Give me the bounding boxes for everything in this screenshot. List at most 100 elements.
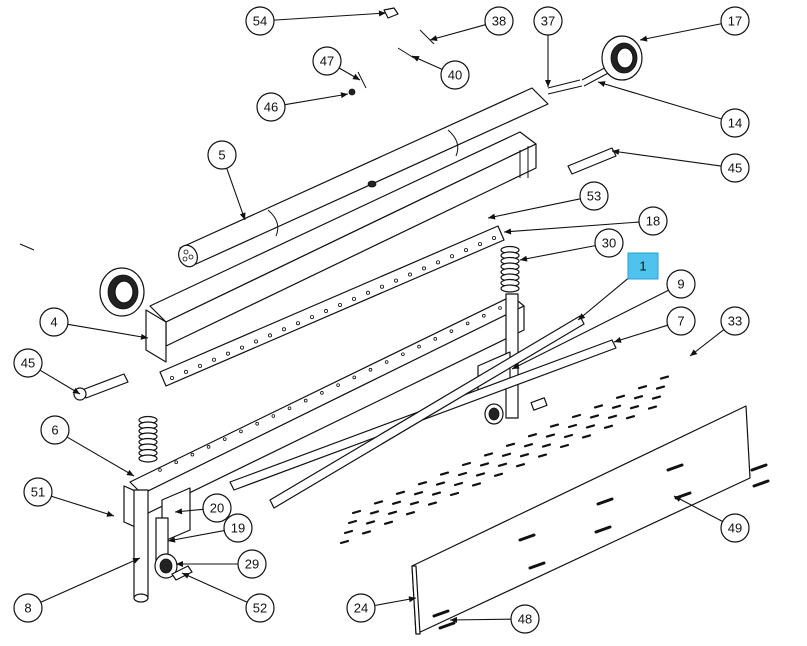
- callout-label: 48: [518, 612, 532, 627]
- perforated-strip-18: [159, 225, 505, 387]
- callout-7[interactable]: 7: [613, 306, 696, 343]
- bolt: [567, 423, 578, 429]
- channel-hole: [255, 421, 259, 426]
- callout-leader: [639, 23, 722, 41]
- bearing-bore-left: [114, 280, 134, 304]
- callout-46[interactable]: 46: [256, 92, 349, 122]
- bolt: [387, 510, 398, 515]
- callout-bubble: [579, 181, 609, 211]
- callout-9[interactable]: 9: [511, 269, 696, 370]
- callout-leader: [511, 289, 669, 370]
- callout-51[interactable]: 51: [23, 477, 115, 517]
- upper-frame-channel: [145, 131, 537, 363]
- callout-1[interactable]: 1: [577, 252, 659, 321]
- callout-arrowhead: [106, 511, 114, 517]
- bolt: [647, 405, 658, 410]
- callout-38[interactable]: 38: [429, 6, 514, 42]
- callout-48[interactable]: 48: [449, 604, 540, 634]
- channel-hole: [433, 337, 438, 341]
- channel-hole: [206, 445, 211, 449]
- callout-45b[interactable]: 45: [13, 348, 81, 395]
- callout-bubble: [245, 593, 275, 623]
- strip-hole: [407, 272, 412, 277]
- callout-20[interactable]: 20: [174, 493, 232, 523]
- callout-label: 17: [728, 14, 742, 29]
- bolt: [369, 510, 380, 515]
- bolt: [395, 490, 406, 495]
- bearing-bore: [616, 47, 634, 69]
- callout-label: 9: [677, 277, 684, 292]
- callout-30[interactable]: 30: [519, 228, 624, 262]
- callout-bubble: [720, 306, 750, 336]
- callout-33[interactable]: 33: [689, 306, 750, 357]
- callout-5[interactable]: 5: [207, 140, 246, 221]
- bolt: [505, 442, 516, 447]
- channel-hole: [352, 375, 357, 380]
- callout-label: 20: [210, 501, 224, 516]
- callout-37[interactable]: 37: [533, 6, 563, 87]
- callout-bubble: [13, 348, 43, 378]
- callout-arrowhead: [450, 616, 458, 623]
- bolt: [457, 471, 468, 477]
- callout-24[interactable]: 24: [346, 593, 417, 623]
- strip-hole: [379, 284, 384, 289]
- channel-hole: [498, 306, 502, 310]
- callout-leader: [503, 221, 640, 233]
- lower-frame-channel: [123, 295, 525, 531]
- callout-52[interactable]: 52: [181, 572, 275, 623]
- strip-hole: [435, 260, 440, 265]
- channel-hole: [174, 460, 178, 465]
- plate-bolt: [594, 525, 612, 534]
- roller-shaft-37: [547, 79, 581, 89]
- plate-bolt: [438, 621, 456, 630]
- callout-arrowhead: [408, 596, 416, 603]
- callout-leader: [181, 572, 248, 603]
- callout-6[interactable]: 6: [40, 415, 135, 477]
- strip-hole: [239, 345, 244, 350]
- callout-label: 19: [231, 521, 245, 536]
- bolt: [603, 424, 614, 429]
- callout-17[interactable]: 17: [639, 6, 750, 42]
- bolt: [515, 463, 526, 468]
- callout-leader: [611, 150, 722, 167]
- bolt: [549, 423, 560, 428]
- plate-bolt: [518, 533, 536, 542]
- strip-hole: [253, 339, 258, 344]
- callout-29[interactable]: 29: [176, 549, 267, 579]
- roller-end-cap: [178, 244, 198, 268]
- callout-label: 49: [728, 521, 742, 536]
- bolt: [611, 404, 622, 409]
- callout-bubble: [666, 306, 696, 336]
- callout-18[interactable]: 18: [503, 206, 668, 236]
- callout-54[interactable]: 54: [245, 6, 387, 36]
- callout-bubble: [23, 477, 53, 507]
- callout-leader: [577, 274, 633, 321]
- callout-arrowhead: [132, 558, 140, 564]
- pin-40: [397, 47, 415, 59]
- callout-53[interactable]: 53: [487, 181, 609, 220]
- bolt: [655, 385, 666, 390]
- bolt: [523, 443, 534, 448]
- callout-19[interactable]: 19: [167, 513, 253, 543]
- callout-40[interactable]: 40: [411, 55, 470, 90]
- callout-arrowhead: [488, 213, 496, 220]
- callout-47[interactable]: 47: [312, 46, 361, 81]
- callout-bubble: [720, 513, 750, 543]
- callout-leader: [673, 495, 723, 522]
- spring-30-right: [500, 245, 520, 293]
- channel-hole: [401, 352, 405, 357]
- callout-45a[interactable]: 45: [611, 148, 750, 183]
- spring-30-left: [138, 415, 158, 463]
- callout-leader: [689, 329, 725, 357]
- callout-4[interactable]: 4: [39, 307, 149, 340]
- strip-hole: [295, 321, 300, 326]
- bolt: [475, 472, 486, 477]
- callout-49[interactable]: 49: [673, 495, 750, 543]
- bolt: [461, 461, 472, 467]
- strip-hole: [463, 248, 468, 253]
- callout-arrowhead: [175, 508, 183, 515]
- callout-14[interactable]: 14: [597, 81, 750, 138]
- plate-bolt: [666, 463, 684, 472]
- callout-8[interactable]: 8: [13, 557, 141, 623]
